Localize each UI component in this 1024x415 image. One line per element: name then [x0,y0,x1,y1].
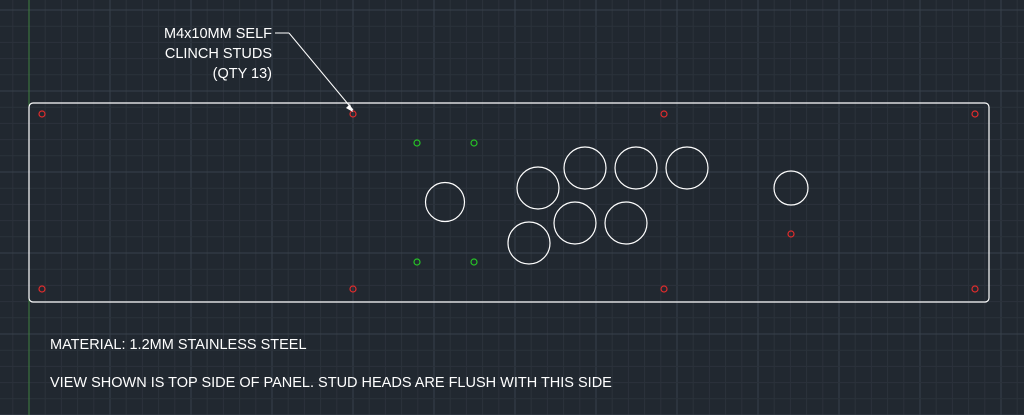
button-hole[interactable] [614,146,658,190]
stud-hole[interactable] [38,110,46,118]
start-button-hole[interactable] [773,170,809,206]
callout-line-3: (QTY 13) [213,66,272,82]
button-holes [507,146,809,265]
stud-hole[interactable] [971,110,979,118]
view-note: VIEW SHOWN IS TOP SIDE OF PANEL. STUD HE… [50,375,612,391]
callout-leader [275,32,354,112]
stud-hole[interactable] [660,285,668,293]
mount-hole[interactable] [470,258,478,266]
stud-hole[interactable] [787,230,795,238]
panel-outline[interactable] [28,102,990,303]
stud-holes [38,110,979,293]
mount-hole[interactable] [470,139,478,147]
joystick-hole[interactable] [424,181,466,223]
stud-hole[interactable] [349,110,357,118]
button-hole[interactable] [604,201,648,245]
material-note: MATERIAL: 1.2MM STAINLESS STEEL [50,337,307,353]
joystick-mount-holes [413,139,478,266]
button-hole[interactable] [563,146,607,190]
stud-hole[interactable] [349,285,357,293]
callout-line-1: M4x10MM SELF [164,26,272,42]
button-hole[interactable] [553,201,597,245]
stud-hole[interactable] [660,110,668,118]
button-hole[interactable] [507,221,551,265]
mount-hole[interactable] [413,258,421,266]
button-hole[interactable] [665,146,709,190]
mount-hole[interactable] [413,139,421,147]
button-hole[interactable] [516,166,560,210]
leader-arrowhead [346,104,353,112]
callout-line-2: CLINCH STUDS [165,46,272,62]
stud-hole[interactable] [971,285,979,293]
stud-hole[interactable] [38,285,46,293]
